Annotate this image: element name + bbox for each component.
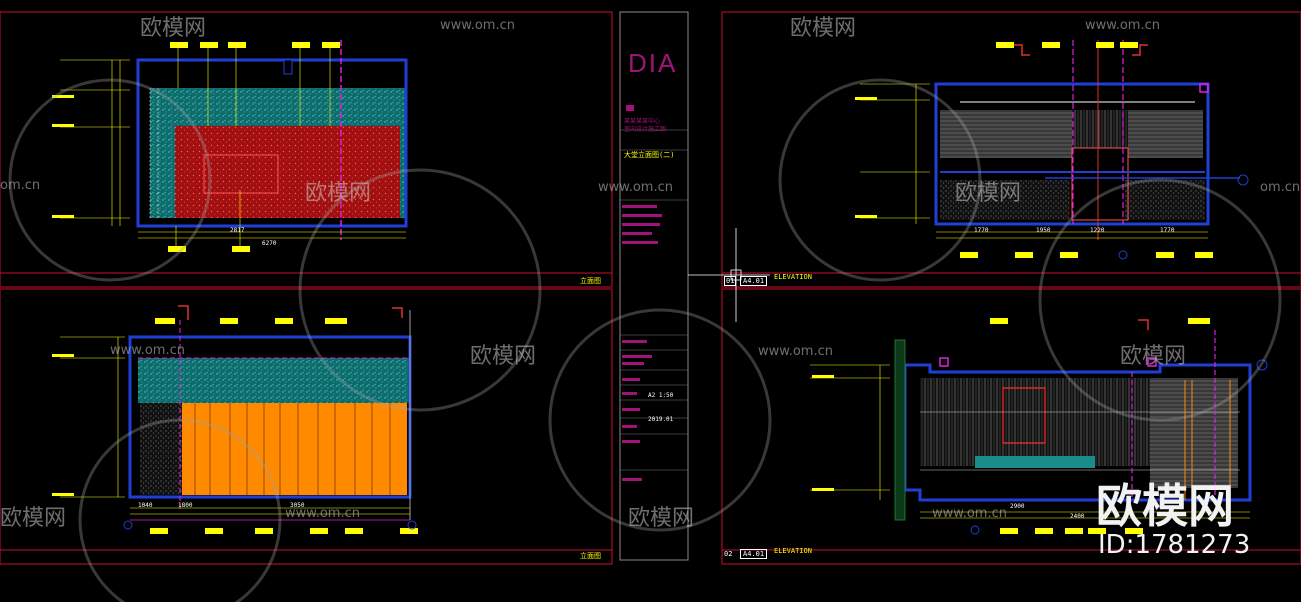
title-block — [619, 11, 689, 561]
watermark-site-5: www.om.cn — [758, 344, 833, 359]
watermark-rings — [8, 78, 1282, 602]
watermark-site-short-1: om.cn — [0, 178, 41, 193]
watermark-brand-5: 欧模网 — [470, 344, 537, 369]
watermark-site-3: www.om.cn — [598, 180, 673, 195]
panel-num-top-right: 01 — [724, 276, 737, 286]
tl-niche — [203, 154, 279, 194]
title-block-scale: A2 1:50 — [648, 392, 674, 399]
panel-caption-top-left: 立面图 — [580, 277, 601, 285]
dim-tr-4: 1770 — [1160, 227, 1175, 234]
watermark-brand-4: 欧模网 — [955, 181, 1022, 206]
watermark-site-6: www.om.cn — [285, 506, 360, 521]
dim-tr-3: 1220 — [1090, 227, 1105, 234]
panel-caption-bottom-left: 立面图 — [580, 552, 601, 560]
panel-title-bottom-right: ELEVATION — [774, 547, 812, 555]
dim-tr-2: 1950 — [1036, 227, 1051, 234]
title-block-magenta-bars — [622, 105, 662, 481]
watermark-brand-3: 欧模网 — [305, 181, 372, 206]
watermark-brand-2: 欧模网 — [790, 16, 857, 41]
watermark-site-1: www.om.cn — [440, 18, 515, 33]
watermark-brand-6: 欧模网 — [1120, 344, 1187, 369]
dim-bl-3: 3050 — [290, 502, 305, 509]
tl-wall-outline — [136, 58, 408, 228]
panel-ref-top-right: A4.01 — [740, 276, 768, 286]
watermark-brand-8: 欧模网 — [628, 506, 695, 531]
panel-num-bottom-right: 02 — [724, 550, 733, 558]
title-block-project-line-2: 室内设计施工图 — [624, 126, 667, 133]
watermark-id: ID:1781273 — [1098, 530, 1251, 560]
title-block-date: 2019.01 — [648, 416, 674, 423]
watermark-brand-1: 欧模网 — [140, 16, 207, 41]
watermark-site-short-2: om.cn — [1260, 180, 1301, 195]
watermark-site-4: www.om.cn — [110, 343, 185, 358]
panel-ref-bottom-right: A4.01 — [740, 549, 768, 559]
dim-tl-2: 6270 — [262, 240, 277, 247]
title-block-sheet-title: 大堂立面图(二) — [624, 151, 675, 159]
title-block-logo: DIA — [628, 48, 678, 78]
tl-red-panel — [175, 126, 400, 218]
panel-title-top-right: ELEVATION — [774, 273, 812, 281]
sheet-frames — [0, 11, 1301, 565]
watermark-brand-large: 欧模网 — [1096, 479, 1234, 533]
dim-br-2: 2400 — [1070, 513, 1085, 520]
elevation-top-left — [52, 40, 408, 252]
watermark-site-2: www.om.cn — [1085, 18, 1160, 33]
elevation-bottom-left — [52, 305, 418, 534]
dim-bl-2: 1800 — [178, 502, 193, 509]
crosshair-cursor — [688, 228, 770, 322]
dim-bl-1: 1040 — [138, 502, 153, 509]
dim-br-1: 2900 — [1010, 503, 1025, 510]
elevation-bottom-right — [810, 318, 1268, 535]
watermark-brand-7: 欧模网 — [0, 506, 67, 531]
title-block-project-line-1: 某某某某中心 — [624, 118, 661, 125]
dim-tr-1: 1770 — [974, 227, 989, 234]
elevation-top-right — [855, 40, 1249, 260]
dim-tl-1: 2817 — [230, 227, 245, 234]
watermark-site-7: www.om.cn — [932, 506, 1007, 521]
